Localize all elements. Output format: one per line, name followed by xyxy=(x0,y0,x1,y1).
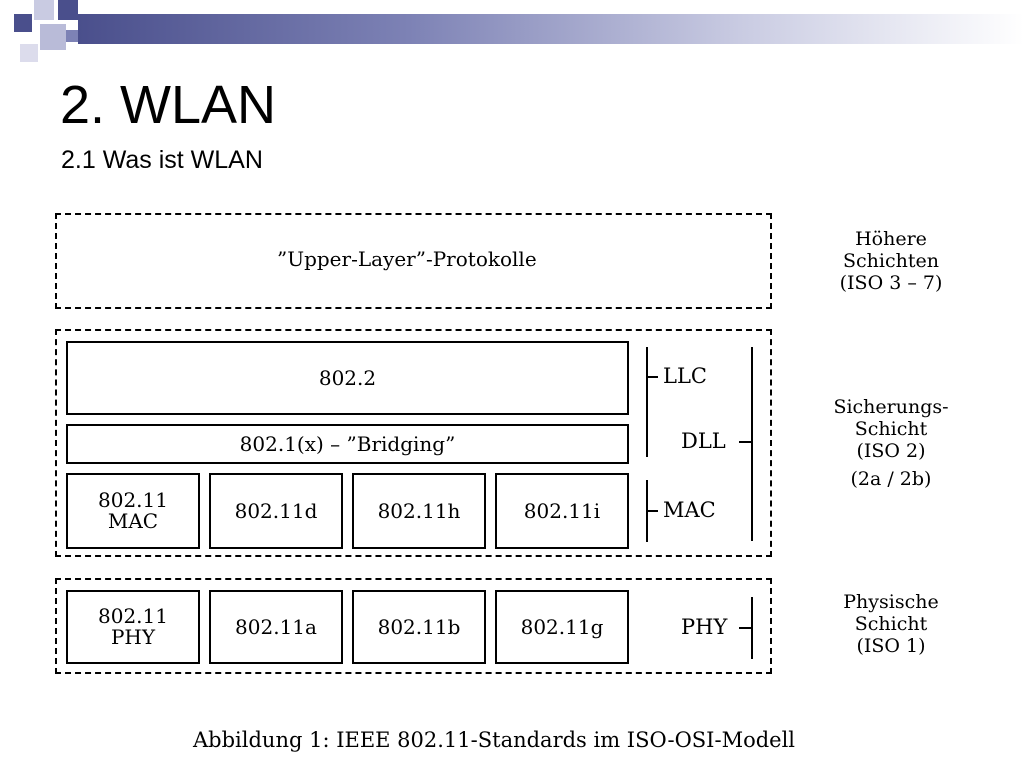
box-8022-label: 802.2 xyxy=(318,365,377,390)
deco-square xyxy=(40,24,66,50)
deco-square xyxy=(14,14,32,32)
mac-label: MAC xyxy=(663,498,716,522)
box-8022: 802.2 xyxy=(66,341,629,415)
box-line: 802.11d xyxy=(234,498,318,523)
box-line: 802.11a xyxy=(235,614,317,639)
phy-label: PHY xyxy=(681,615,728,639)
side-label-line: Schicht xyxy=(854,613,928,635)
box-mac-80211i: 802.11i xyxy=(495,473,629,549)
side-label-line: (ISO 3 – 7) xyxy=(839,272,943,294)
dll-tick xyxy=(739,441,751,443)
box-bridging: 802.1(x) – ”Bridging” xyxy=(66,424,629,464)
upper-layer-label: ”Upper-Layer”-Protokolle xyxy=(277,247,537,271)
box-line: 802.11 xyxy=(98,488,168,512)
header-gradient-bar xyxy=(78,14,1024,44)
side-label-phy: Physische Schicht (ISO 1) xyxy=(806,591,976,657)
side-label-line: Schicht xyxy=(854,418,928,440)
deco-square xyxy=(34,0,54,20)
box-line: PHY xyxy=(110,625,156,649)
side-label-line: (ISO 1) xyxy=(856,635,926,657)
box-line: 802.11 xyxy=(98,604,168,628)
side-label-line: Physische xyxy=(843,591,939,613)
box-phy-80211b: 802.11b xyxy=(352,590,486,664)
dll-label: DLL xyxy=(681,429,726,453)
box-line: 802.11g xyxy=(520,614,604,639)
box-mac-80211d: 802.11d xyxy=(209,473,343,549)
box-line: 802.11b xyxy=(377,614,461,639)
llc-tick xyxy=(646,376,658,378)
dll-bracket xyxy=(751,347,753,541)
dll-group xyxy=(55,329,772,557)
box-phy-80211a: 802.11a xyxy=(209,590,343,664)
upper-layer-group xyxy=(55,213,772,309)
deco-square xyxy=(58,0,78,20)
page-title: 2. WLAN xyxy=(60,75,277,135)
side-label-line: Schichten xyxy=(843,250,939,272)
llc-bracket xyxy=(646,347,648,457)
figure-caption: Abbildung 1: IEEE 802.11-Standards im IS… xyxy=(193,728,796,752)
deco-square xyxy=(66,30,78,42)
side-label-line: Sicherungs- xyxy=(833,396,949,418)
side-label-line: (2a / 2b) xyxy=(850,468,932,490)
box-phy-80211g: 802.11g xyxy=(495,590,629,664)
phy-group xyxy=(55,578,772,674)
phy-bracket xyxy=(751,597,753,659)
page-subtitle: 2.1 Was ist WLAN xyxy=(61,146,263,174)
side-label-line: Höhere xyxy=(855,228,927,250)
side-label-line: (ISO 2) xyxy=(856,440,926,462)
box-line: MAC xyxy=(107,509,159,533)
box-line: 802.11i xyxy=(523,498,601,523)
box-line: 802.11h xyxy=(377,498,461,523)
side-label-dll: Sicherungs- Schicht (ISO 2) (2a / 2b) xyxy=(806,396,976,490)
deco-square xyxy=(20,44,38,62)
mac-tick xyxy=(646,510,658,512)
phy-tick xyxy=(739,627,751,629)
box-mac-80211h: 802.11h xyxy=(352,473,486,549)
side-label-upper: Höhere Schichten (ISO 3 – 7) xyxy=(806,228,976,294)
llc-label: LLC xyxy=(663,364,707,388)
box-bridging-label: 802.1(x) – ”Bridging” xyxy=(239,431,456,456)
